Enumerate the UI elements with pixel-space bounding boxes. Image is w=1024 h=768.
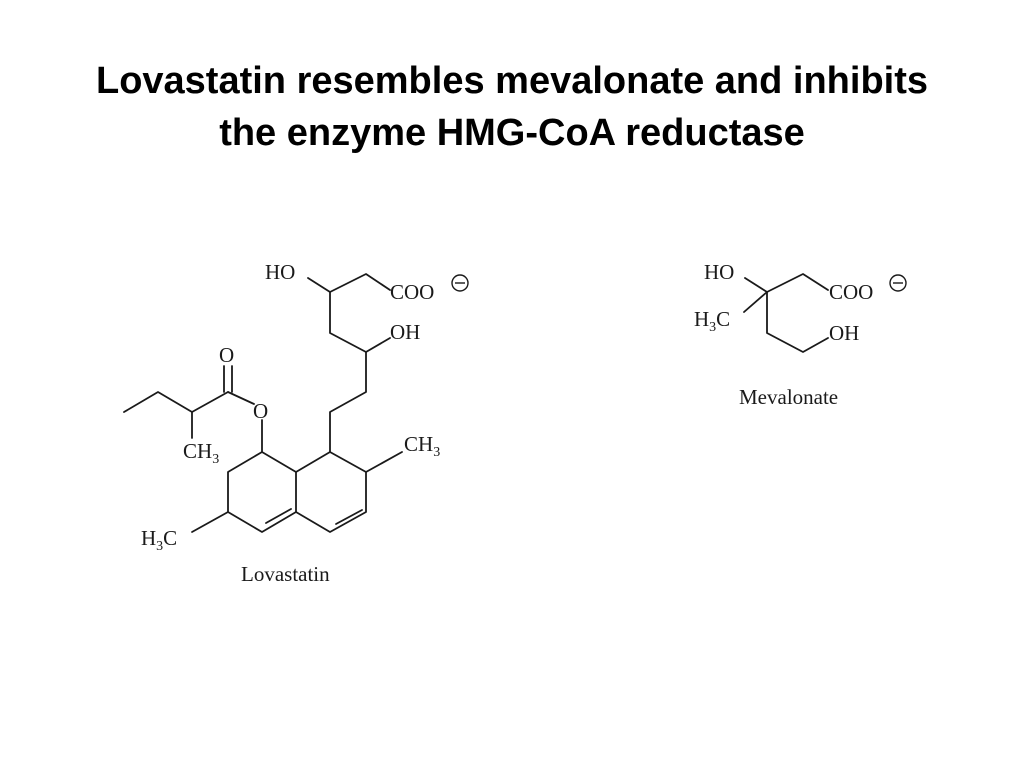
bond-ho-c bbox=[307, 277, 331, 293]
bond-center-ch2-coo bbox=[766, 273, 829, 293]
bond-methyl-center bbox=[743, 291, 768, 313]
bond-chain-to-ring bbox=[329, 351, 367, 453]
h3c-sub: 3 bbox=[156, 539, 163, 554]
lovastatin-oh-label: OH bbox=[390, 320, 420, 344]
bond-center-chain-down bbox=[766, 291, 829, 353]
mevalonate-labels: HO COO H3C OH Mevalonate bbox=[694, 260, 907, 409]
bond-ch3-lower-left bbox=[191, 511, 229, 533]
mevalonate-h3c-label: H3C bbox=[694, 307, 730, 335]
h3c-h: H bbox=[694, 307, 709, 331]
ch3-left-ch: CH bbox=[183, 439, 212, 463]
mevalonate-coo-label: COO bbox=[829, 280, 873, 304]
slide-title: Lovastatin resembles mevalonate and inhi… bbox=[0, 55, 1024, 159]
lovastatin-carbonyl-o-label: O bbox=[219, 343, 234, 367]
mevalonate-ho-label: HO bbox=[704, 260, 734, 284]
lovastatin-h3c-label: H3C bbox=[141, 526, 177, 554]
title-line-2: the enzyme HMG-CoA reductase bbox=[219, 112, 805, 154]
lovastatin-ho-label: HO bbox=[265, 260, 295, 284]
mevalonate-caption: Mevalonate bbox=[739, 385, 838, 409]
ch3-right-sub: 3 bbox=[433, 445, 440, 460]
negative-charge-icon bbox=[451, 274, 469, 292]
bond-ch3-right bbox=[365, 451, 403, 473]
ch3-right-ch: CH bbox=[404, 432, 433, 456]
lovastatin-bonds bbox=[123, 273, 403, 533]
h3c-c: C bbox=[163, 526, 177, 550]
h3c-h: H bbox=[141, 526, 156, 550]
lovastatin-ch3-left-label: CH3 bbox=[183, 439, 219, 467]
lovastatin-labels: HO COO OH O O CH3 CH3 H3C Lovastatin bbox=[141, 260, 469, 586]
bond-o-carbonyl bbox=[227, 391, 255, 405]
bond-ring-left bbox=[227, 451, 297, 533]
bond-ho-center bbox=[744, 277, 768, 293]
mevalonate-oh-label: OH bbox=[829, 321, 859, 345]
bond-oh bbox=[365, 337, 391, 353]
bond-ring-left-double bbox=[265, 508, 292, 524]
bond-ring-right-double bbox=[335, 509, 363, 525]
bond-chain-down bbox=[329, 291, 367, 353]
mevalonate-bonds bbox=[743, 273, 829, 353]
ch3-left-sub: 3 bbox=[212, 452, 219, 467]
bond-c-ch2 bbox=[329, 273, 391, 293]
title-line-1: Lovastatin resembles mevalonate and inhi… bbox=[95, 60, 929, 102]
lovastatin-ester-o-label: O bbox=[253, 399, 268, 423]
lovastatin-coo-label: COO bbox=[390, 280, 434, 304]
lovastatin-ch3-right-label: CH3 bbox=[404, 432, 440, 460]
lovastatin-caption: Lovastatin bbox=[241, 562, 330, 586]
negative-charge-icon bbox=[889, 274, 907, 292]
h3c-sub: 3 bbox=[709, 320, 716, 335]
h3c-c: C bbox=[716, 307, 730, 331]
bond-ethyl bbox=[123, 391, 193, 413]
bond-carbonyl-alpha bbox=[191, 391, 229, 413]
